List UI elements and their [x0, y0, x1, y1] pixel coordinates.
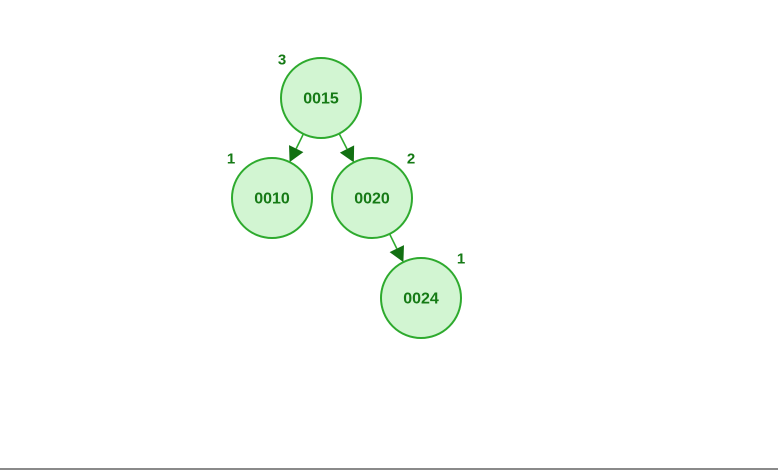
arrowhead-0020-0024 [389, 245, 404, 263]
tree-node-0024: 0024 1 [380, 251, 465, 339]
arrowhead-0015-0010 [289, 145, 304, 163]
node-key-0020: 0020 [354, 191, 390, 208]
edge-0020-0024 [388, 233, 398, 249]
node-key-0024: 0024 [403, 291, 439, 308]
node-circle-0020 [331, 157, 413, 239]
node-height-0024: 1 [457, 251, 465, 268]
node-height-0015: 3 [278, 52, 286, 69]
bottom-divider [0, 468, 778, 470]
node-key-0015: 0015 [303, 91, 339, 108]
node-circle-0024 [380, 257, 462, 339]
edge-0015-0010 [295, 133, 305, 149]
node-key-0010: 0010 [254, 191, 290, 208]
node-height-0020: 2 [407, 151, 415, 168]
tree-node-0020: 0020 2 [331, 151, 415, 239]
arrowhead-0015-0020 [339, 145, 355, 163]
node-height-0010: 1 [227, 151, 235, 168]
tree-node-0010: 0010 1 [227, 151, 313, 239]
tree-node-0015: 0015 3 [278, 52, 362, 139]
node-circle-0010 [231, 157, 313, 239]
edge-0015-0020 [338, 133, 348, 150]
node-circle-0015 [280, 57, 362, 139]
edge-layer [289, 133, 404, 263]
